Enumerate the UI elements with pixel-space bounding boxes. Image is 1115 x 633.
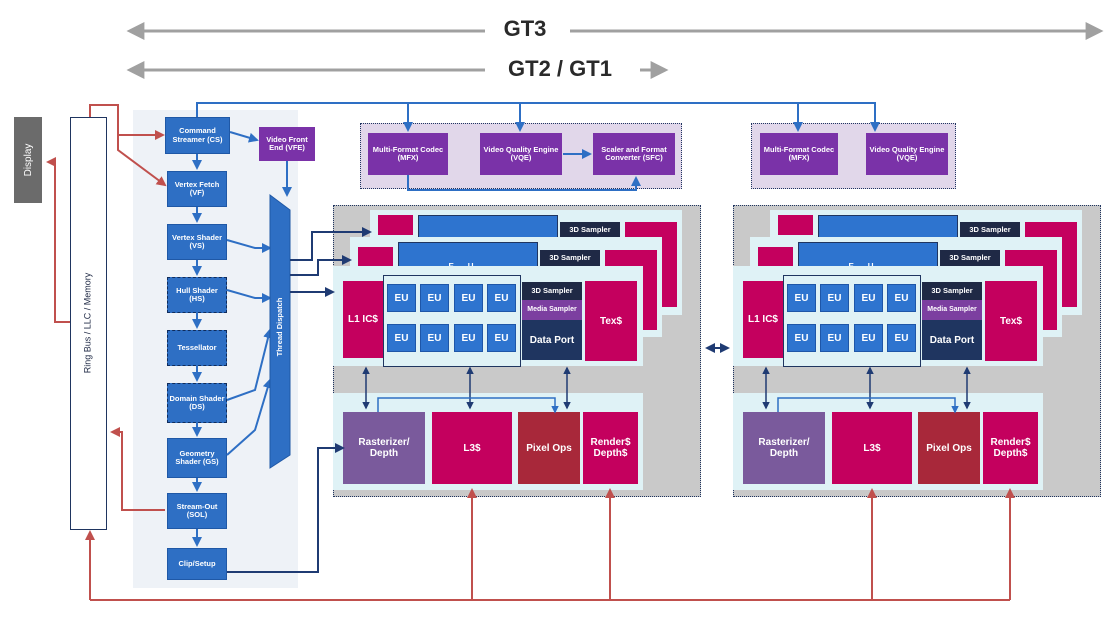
thread-dispatch-label: Thread Dispatch <box>274 297 284 357</box>
stream-out: Stream-Out (SOL) <box>167 493 227 529</box>
command-streamer: Command Streamer (CS) <box>165 117 230 154</box>
media-sampler: Media Sampler <box>522 300 582 320</box>
eu-3: EU <box>454 284 483 312</box>
mfx-left: Multi-Format Codec (MFX) <box>368 133 448 175</box>
tex-cache: Tex$ <box>585 281 637 361</box>
r-eu-5: EU <box>787 324 816 352</box>
gt3-label: GT3 <box>503 15 547 41</box>
tessellator: Tessellator <box>167 330 227 366</box>
r-render-depth-cache: Render$ Depth$ <box>983 412 1038 484</box>
memory-bus-arrows <box>46 104 1015 601</box>
vertex-shader: Vertex Shader (VS) <box>167 224 227 260</box>
r-eu-8: EU <box>887 324 916 352</box>
eu-6: EU <box>420 324 449 352</box>
slice-links-left <box>362 366 571 410</box>
r-subslice-mid-left-cache <box>758 247 793 267</box>
r-subslice-mid-3d-sampler: 3D Sampler <box>940 250 1000 266</box>
l1-cache: L1 IC$ <box>343 281 383 358</box>
sampler-3d: 3D Sampler <box>522 282 582 300</box>
pipeline-flow <box>192 102 880 547</box>
rasterizer-depth: Rasterizer/ Depth <box>343 412 425 484</box>
eu-1: EU <box>387 284 416 312</box>
slice-inner-right <box>777 397 959 414</box>
r-tex-cache: Tex$ <box>985 281 1037 361</box>
eu-7: EU <box>454 324 483 352</box>
r-subslice-back-left-cache <box>778 215 813 235</box>
thread-dispatch-shape <box>269 194 291 469</box>
domain-shader: Domain Shader (DS) <box>167 383 227 423</box>
display-box <box>14 117 42 203</box>
r-l3-cache: L3$ <box>832 412 912 484</box>
hull-shader: Hull Shader (HS) <box>167 277 227 313</box>
r-eu-2: EU <box>820 284 849 312</box>
subslice-back-left-cache <box>378 215 413 235</box>
subslice-back-3d-sampler: 3D Sampler <box>560 222 620 238</box>
slice-inner-left <box>377 397 559 414</box>
r-eu-6: EU <box>820 324 849 352</box>
gt2-gt1-label: GT2 / GT1 <box>508 55 612 81</box>
r-rasterizer-depth: Rasterizer/ Depth <box>743 412 825 484</box>
sfc-left: Scaler and Format Converter (SFC) <box>593 133 675 175</box>
r-sampler-3d: 3D Sampler <box>922 282 982 300</box>
subslice-mid-left-cache <box>358 247 393 267</box>
pixel-ops: Pixel Ops <box>518 412 580 484</box>
eu-5: EU <box>387 324 416 352</box>
r-pixel-ops: Pixel Ops <box>918 412 980 484</box>
clip-setup: Clip/Setup <box>167 548 227 580</box>
ring-bus <box>70 117 107 530</box>
eu-2: EU <box>420 284 449 312</box>
eu-4: EU <box>487 284 516 312</box>
geometry-shader: Geometry Shader (GS) <box>167 438 227 478</box>
dispatch-to-slices <box>227 227 730 573</box>
subslice-mid-3d-sampler: 3D Sampler <box>540 250 600 266</box>
r-eu-3: EU <box>854 284 883 312</box>
vqe-left: Video Quality Engine (VQE) <box>480 133 562 175</box>
video-front-end: Video Front End (VFE) <box>259 127 315 161</box>
vertex-fetch: Vertex Fetch (VF) <box>167 171 227 207</box>
r-eu-1: EU <box>787 284 816 312</box>
r-l1-cache: L1 IC$ <box>743 281 783 358</box>
l3-cache: L3$ <box>432 412 512 484</box>
r-subslice-back-3d-sampler: 3D Sampler <box>960 222 1020 238</box>
slice-links-right <box>762 366 971 410</box>
r-media-sampler: Media Sampler <box>922 300 982 320</box>
r-eu-4: EU <box>887 284 916 312</box>
r-data-port: Data Port <box>922 320 982 360</box>
render-depth-cache: Render$ Depth$ <box>583 412 638 484</box>
eu-8: EU <box>487 324 516 352</box>
r-eu-7: EU <box>854 324 883 352</box>
data-port: Data Port <box>522 320 582 360</box>
mfx-right: Multi-Format Codec (MFX) <box>760 133 838 175</box>
vqe-right: Video Quality Engine (VQE) <box>866 133 948 175</box>
